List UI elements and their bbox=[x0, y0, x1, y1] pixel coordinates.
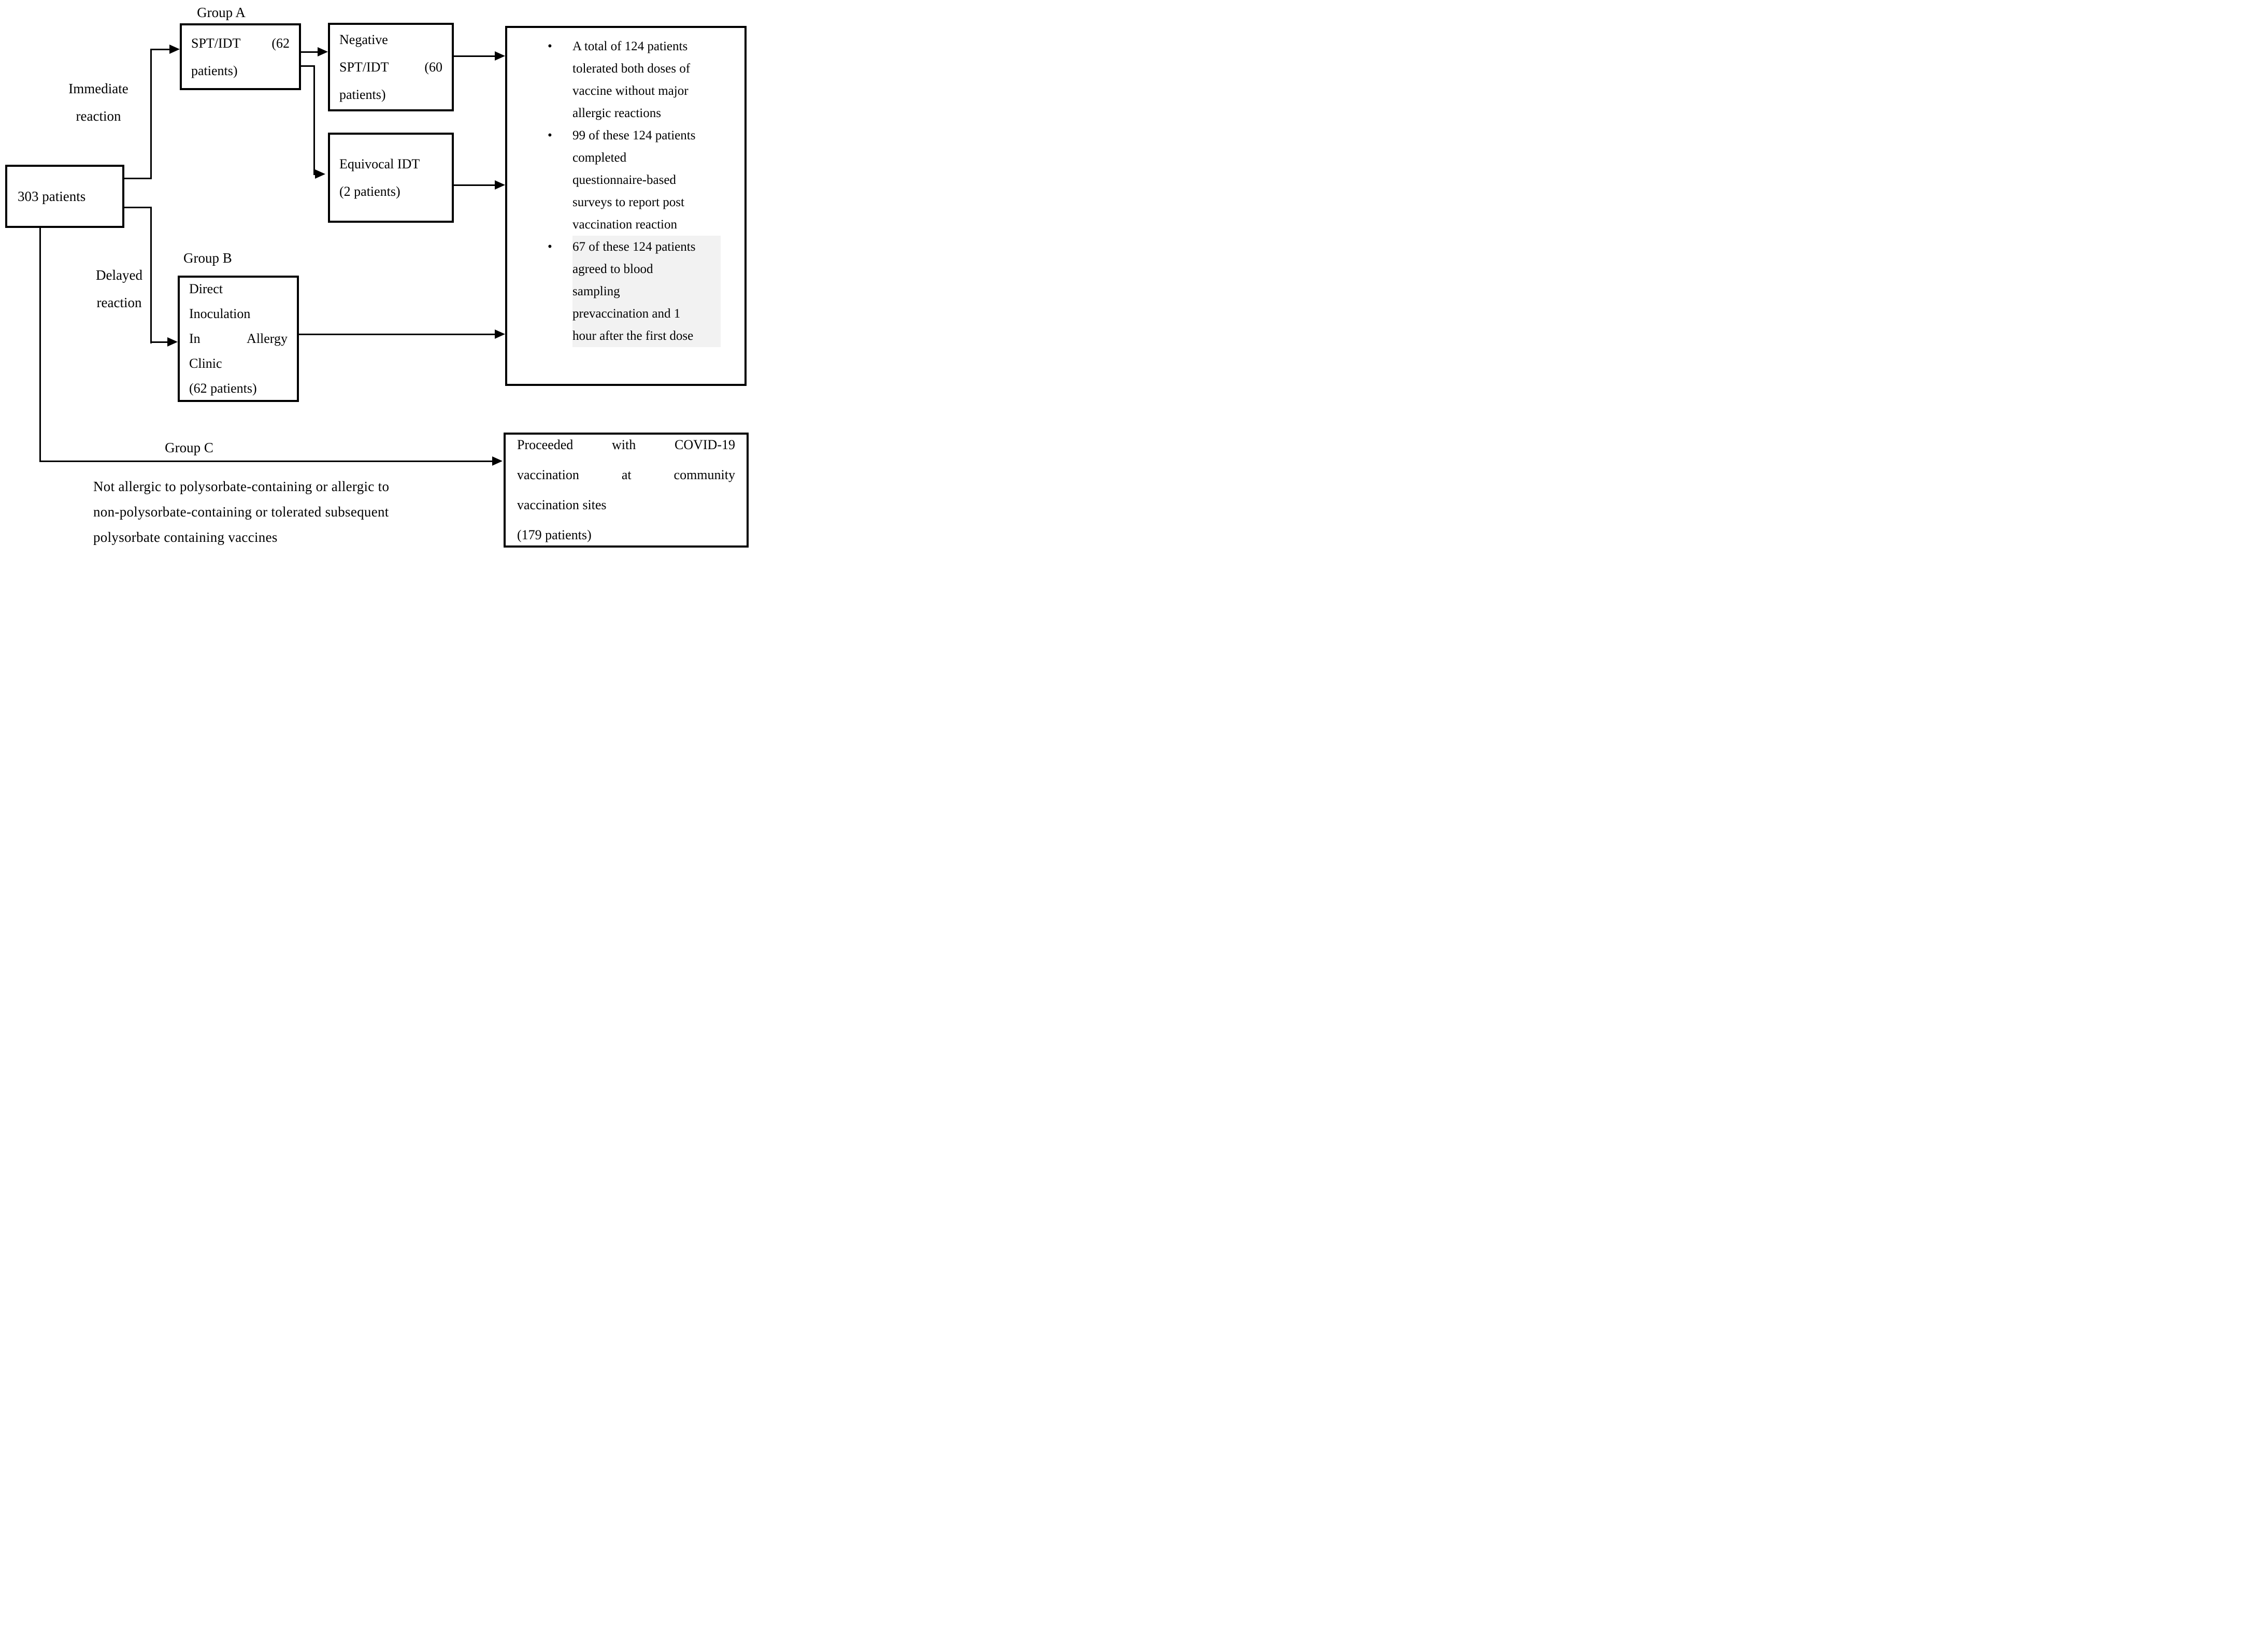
group-b-box: Direct Inoculation In Allergy Clinic (62… bbox=[178, 276, 299, 402]
results-bullet-2: • 99 of these 124 patients completed que… bbox=[548, 124, 738, 236]
start-box-303-patients: 303 patients bbox=[5, 165, 124, 228]
group-b-line1: Direct bbox=[189, 281, 223, 296]
flowchart-canvas: Immediate reaction Delayed reaction Grou… bbox=[0, 0, 750, 551]
arrowhead-group-c bbox=[492, 456, 503, 466]
group-b-line4: Clinic bbox=[189, 356, 222, 371]
group-c-box-line2-w2: at bbox=[621, 467, 632, 482]
results-box: • A total of 124 patients tolerated both… bbox=[505, 26, 747, 386]
group-a-line2: patients) bbox=[191, 63, 238, 78]
arrowhead-group-b bbox=[167, 337, 178, 347]
group-a-line1-right: (62 bbox=[271, 35, 290, 51]
group-a-label: Group A bbox=[197, 5, 246, 20]
connector-groupb-to-results bbox=[299, 334, 496, 335]
group-c-box-line1-w1: Proceeded bbox=[517, 437, 574, 452]
group-c-box-line4: (179 patients) bbox=[517, 527, 592, 542]
results-bullet-3-text-highlighted: 67 of these 124 patients agreed to blood… bbox=[572, 236, 721, 347]
connector-equivocal-to-results bbox=[454, 184, 496, 186]
group-c-box-line1-w3: COVID-19 bbox=[674, 437, 735, 452]
connector-vertical-group-c bbox=[39, 227, 41, 462]
group-b-line3-left: In bbox=[189, 331, 200, 346]
start-box-text: 303 patients bbox=[18, 188, 86, 204]
connector-a-to-negative bbox=[301, 51, 319, 53]
group-c-box-line1: Proceeded with COVID-19 bbox=[517, 430, 735, 460]
negative-sptidt-box: Negative SPT/IDT (60 patients) bbox=[328, 23, 454, 111]
negative-line2-left: SPT/IDT bbox=[339, 60, 389, 75]
results-bullet-2-text: 99 of these 124 patients completed quest… bbox=[572, 128, 696, 232]
arrowhead-results-top bbox=[495, 51, 505, 61]
equivocal-text: Equivocal IDT (2 patients) bbox=[339, 156, 420, 199]
negative-line2-right: (60 bbox=[424, 60, 442, 75]
group-b-line3-right: Allergy bbox=[247, 331, 288, 346]
bullet-icon: • bbox=[548, 128, 552, 142]
group-b-line2: Inoculation bbox=[189, 306, 251, 321]
connector-negative-to-results bbox=[454, 55, 496, 57]
group-b-line3: In Allergy bbox=[189, 326, 288, 351]
group-c-box-line1-w2: with bbox=[612, 437, 636, 452]
negative-line3: patients) bbox=[339, 87, 386, 102]
connector-into-group-b bbox=[150, 341, 168, 343]
arrowhead-equivocal bbox=[315, 169, 325, 179]
bullet-icon: • bbox=[548, 39, 552, 53]
group-c-box-line2-w3: community bbox=[674, 467, 735, 482]
results-list: • A total of 124 patients tolerated both… bbox=[507, 28, 744, 347]
equivocal-idt-box: Equivocal IDT (2 patients) bbox=[328, 133, 454, 223]
group-c-box-line2-w1: vaccination bbox=[517, 467, 579, 482]
arrowhead-negative bbox=[318, 47, 328, 56]
group-a-line1-left: SPT/IDT bbox=[191, 35, 241, 51]
results-bullet-3: • 67 of these 124 patients agreed to blo… bbox=[548, 236, 738, 347]
group-c-label: Group C bbox=[165, 440, 213, 455]
delayed-reaction-label: Delayed reaction bbox=[96, 267, 142, 310]
negative-line2: SPT/IDT (60 bbox=[339, 53, 442, 81]
connector-vertical-immediate bbox=[150, 49, 152, 179]
group-a-line1: SPT/IDT (62 bbox=[191, 30, 290, 57]
group-c-box-line2: vaccination at community bbox=[517, 460, 735, 490]
connector-vertical-delayed bbox=[150, 207, 152, 343]
group-a-box: SPT/IDT (62 patients) bbox=[180, 23, 301, 90]
arrowhead-results-bottom bbox=[495, 329, 505, 339]
group-c-note: Not allergic to polysorbate-containing o… bbox=[93, 479, 390, 545]
connector-into-group-a bbox=[150, 49, 171, 50]
connector-group-c bbox=[39, 461, 493, 462]
results-bullet-1: • A total of 124 patients tolerated both… bbox=[548, 35, 738, 124]
group-c-box-line3: vaccination sites bbox=[517, 497, 607, 512]
bullet-icon: • bbox=[548, 240, 552, 254]
group-c-box: Proceeded with COVID-19 vaccination at c… bbox=[504, 433, 749, 548]
arrowhead-group-a bbox=[169, 45, 180, 54]
group-b-line5: (62 patients) bbox=[189, 381, 257, 396]
negative-line1: Negative bbox=[339, 32, 388, 47]
connector-303-to-up bbox=[124, 178, 151, 179]
connector-a-branch bbox=[301, 65, 315, 67]
results-bullet-1-text: A total of 124 patients tolerated both d… bbox=[572, 39, 691, 120]
arrowhead-results-mid bbox=[495, 180, 505, 190]
connector-303-to-down bbox=[124, 207, 151, 208]
group-b-label: Group B bbox=[183, 250, 232, 266]
connector-vertical-equivocal bbox=[313, 65, 315, 175]
immediate-reaction-label: Immediate reaction bbox=[68, 81, 128, 124]
